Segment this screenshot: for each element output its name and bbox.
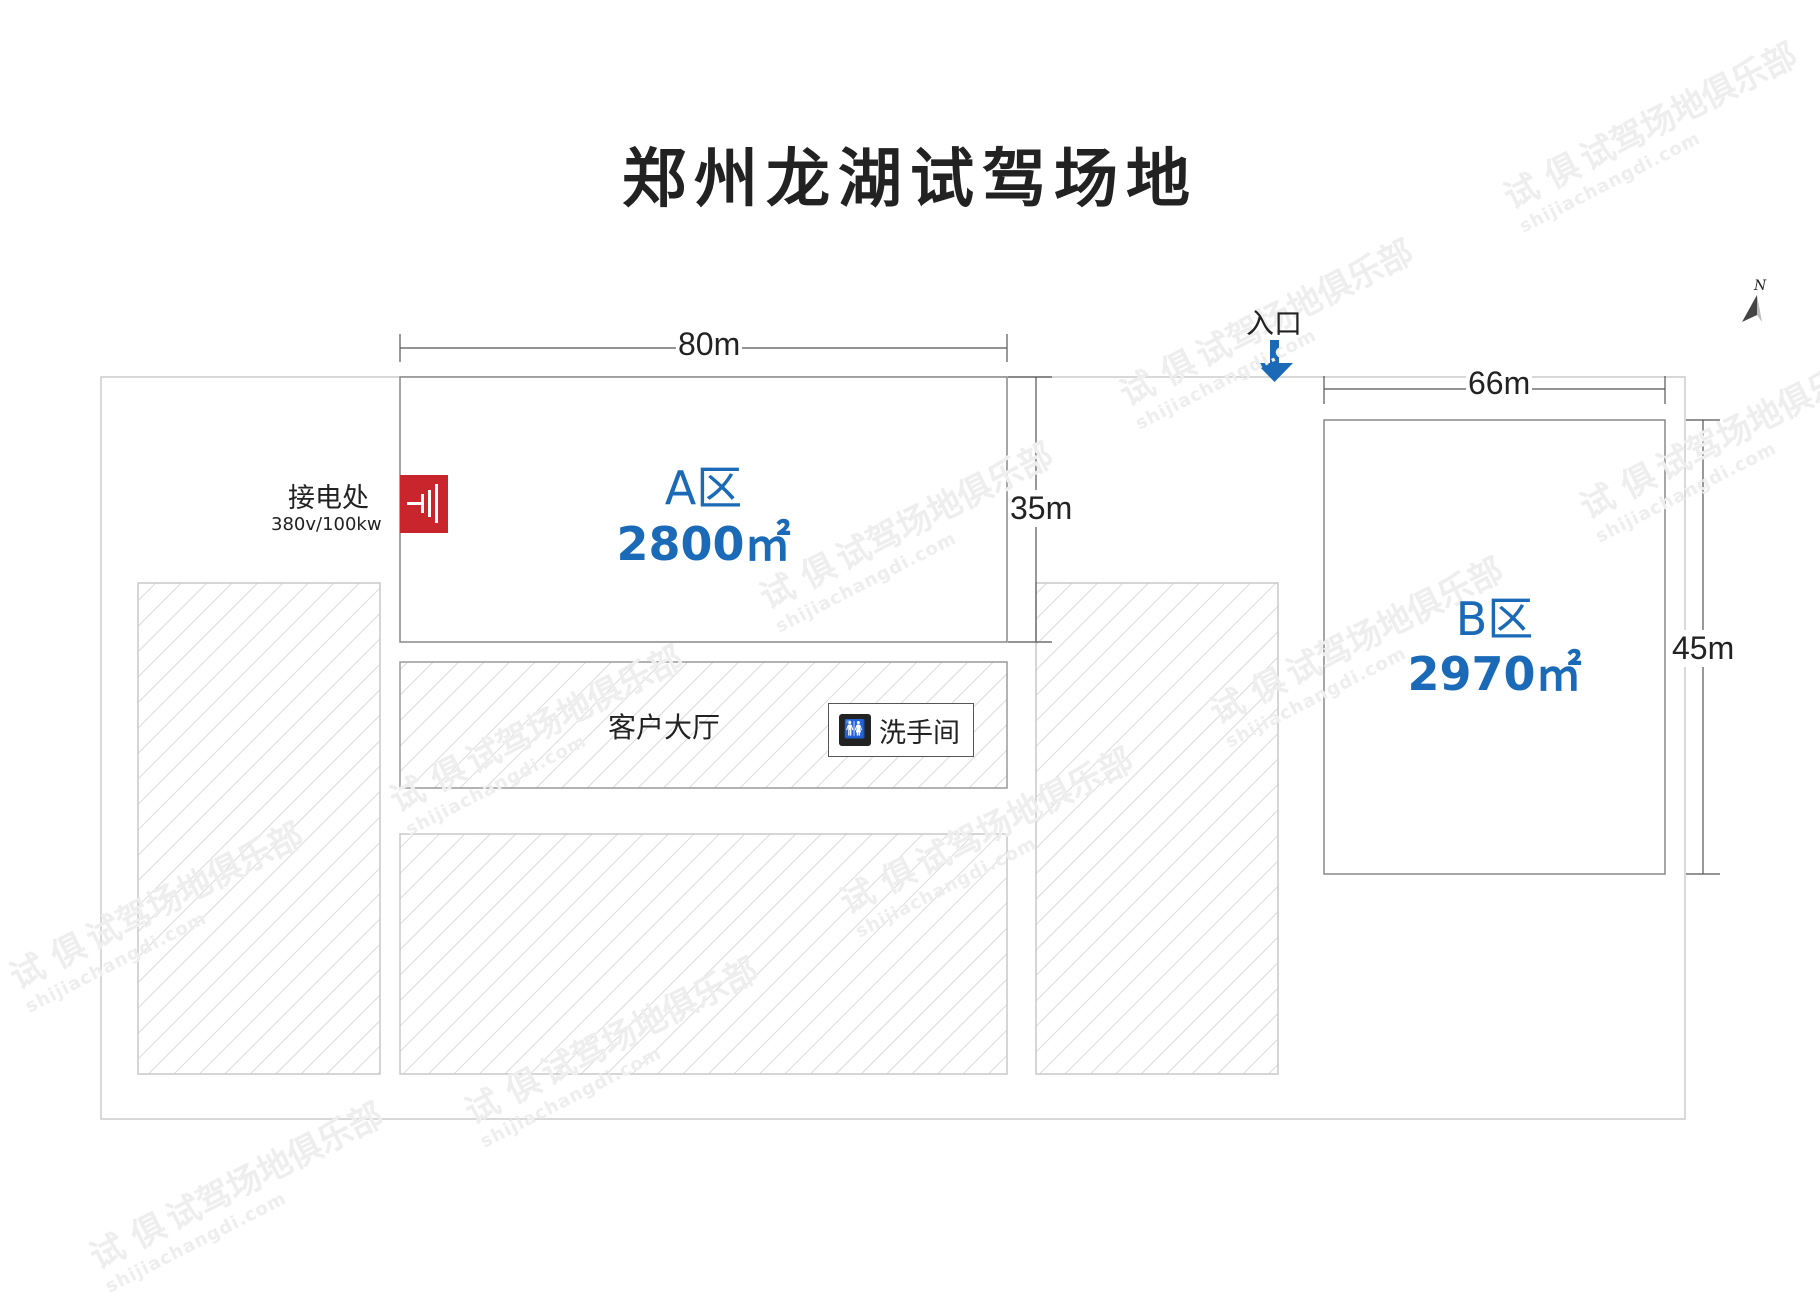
zone-b (1323, 419, 1666, 875)
page-title: 郑州龙湖试驾场地 (622, 143, 1198, 217)
compass-label: N (1754, 278, 1767, 294)
zone-a (399, 376, 1008, 643)
hatched-block-right (1035, 582, 1279, 1075)
zone-a-area: 2800㎡ (616, 517, 791, 571)
hatched-block-left (137, 582, 381, 1075)
zone-b-area: 2970㎡ (1407, 647, 1582, 701)
zone-b-width-label: 66m (1466, 365, 1533, 402)
lobby-label: 客户大厅 (608, 711, 721, 744)
entrance-label: 入口 (1246, 307, 1303, 340)
north-arrow-icon (1742, 295, 1762, 322)
zone-a-height-label: 35m (1008, 490, 1075, 527)
zone-b-name: B区 (1455, 592, 1534, 646)
arrow-down-icon (1256, 340, 1293, 382)
zone-b-height-label: 45m (1670, 630, 1737, 667)
power-label: 接电处 (288, 483, 369, 514)
restroom-sign: 🚻 洗手间 (828, 703, 974, 757)
power-spec: 380v/100kw (271, 514, 382, 535)
restroom-icon: 🚻 (839, 714, 871, 746)
power-outlet-icon (400, 475, 448, 533)
hatched-block-bottom (399, 833, 1008, 1075)
zone-a-width-label: 80m (676, 326, 743, 363)
restroom-label: 洗手间 (879, 717, 960, 749)
zone-a-name: A区 (664, 461, 743, 515)
